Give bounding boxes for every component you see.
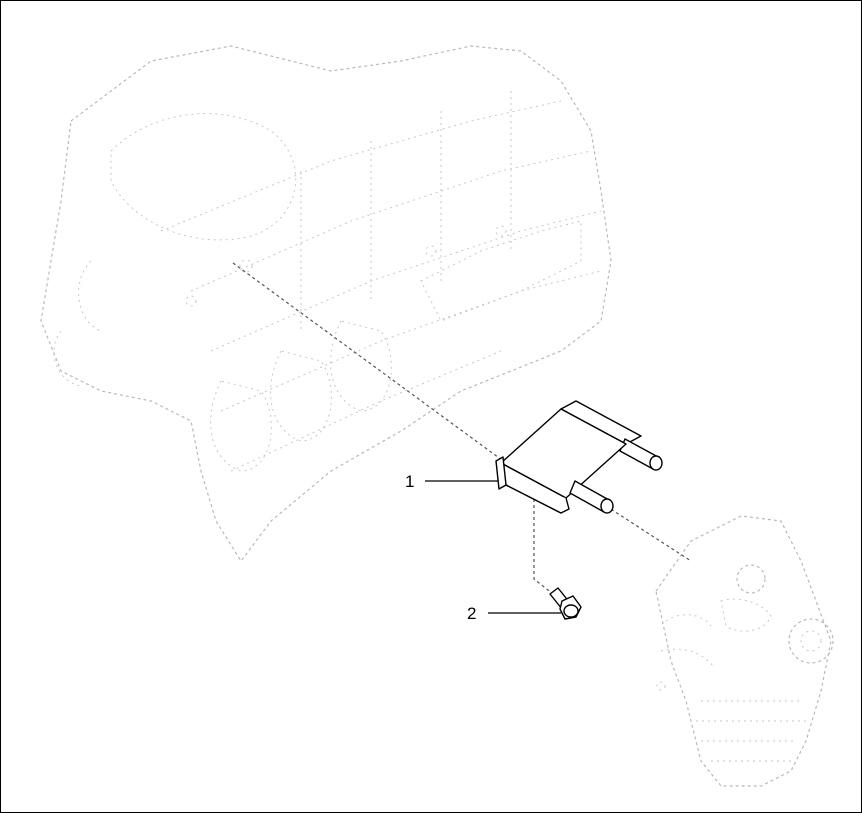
bolt-part-2	[549, 587, 582, 620]
fuel-filter-assembly-outline	[655, 515, 834, 787]
callout-2: 2	[467, 604, 561, 623]
callout-1-label: 1	[405, 472, 414, 491]
callout-1: 1	[405, 472, 498, 491]
bracket-part-1	[495, 400, 663, 514]
engine-block-outline	[40, 45, 612, 563]
callout-2-label: 2	[467, 604, 476, 623]
assembly-guide-lines	[232, 262, 692, 595]
